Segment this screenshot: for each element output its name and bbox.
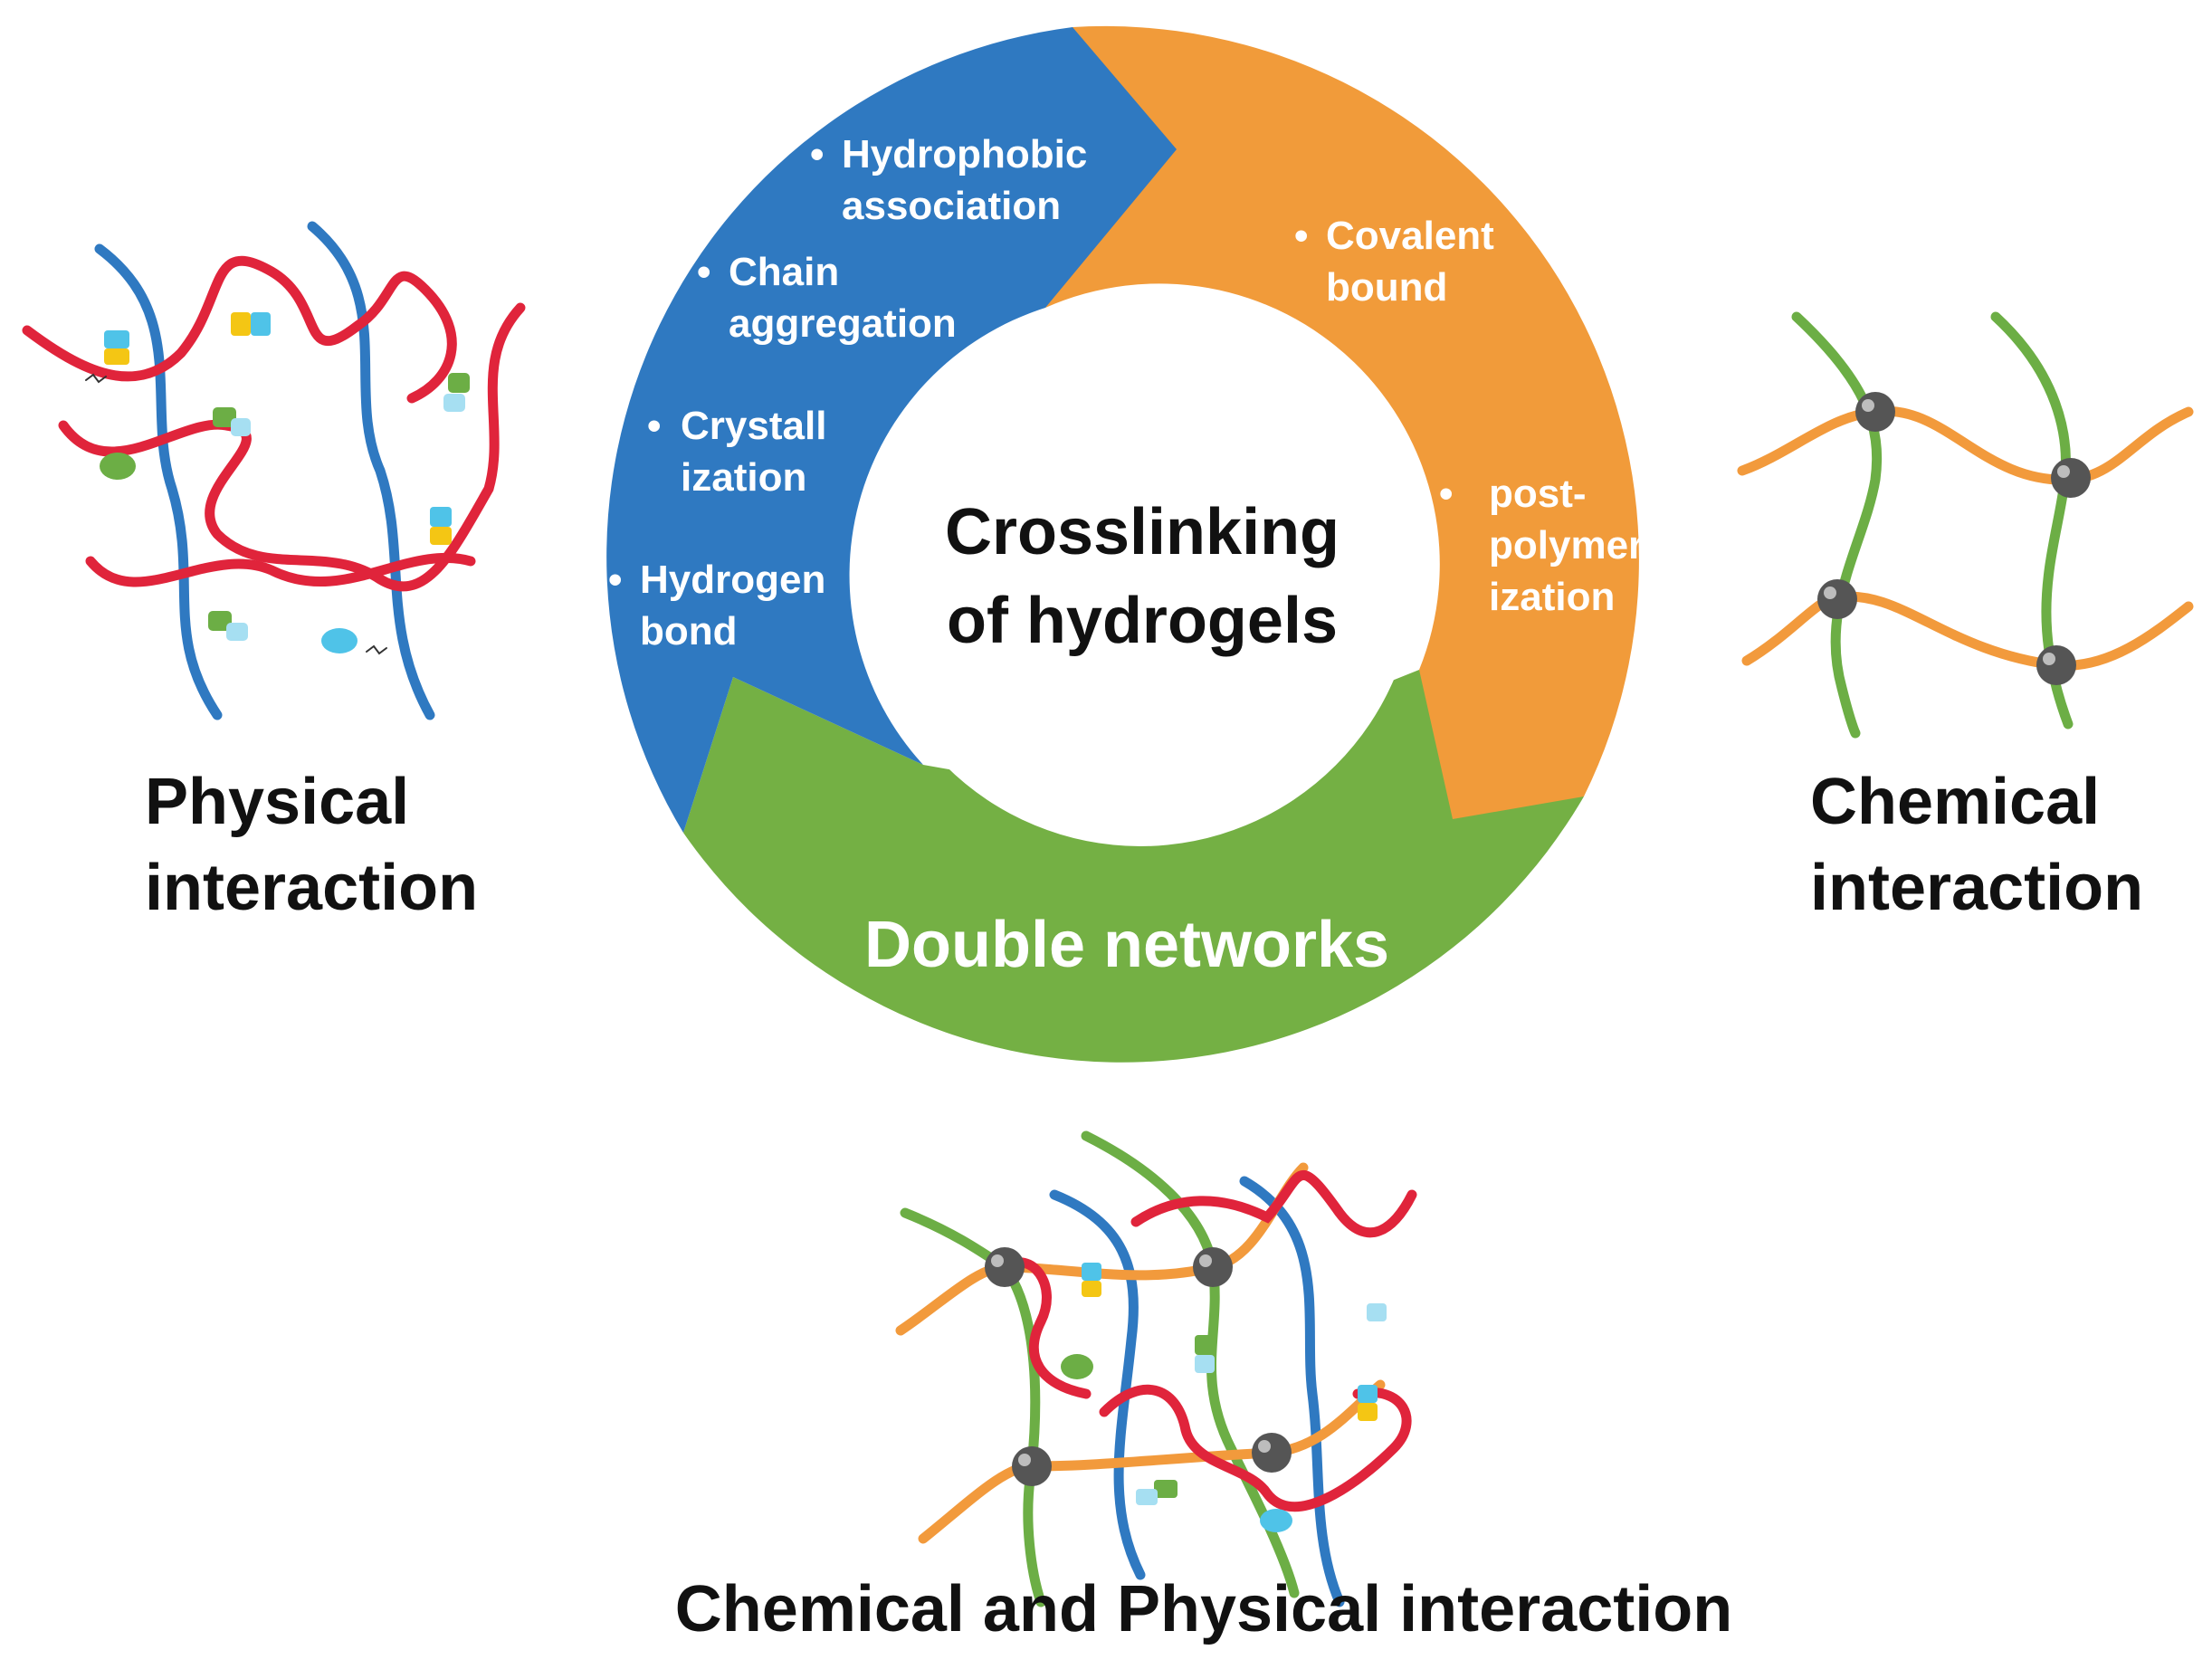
label-hydrogen-line2: bond: [640, 609, 738, 653]
chemical-segment: [1045, 25, 1639, 819]
caption-physical-line1: Physical: [145, 766, 409, 838]
label-covalent-line1: Covalent: [1326, 214, 1494, 258]
crosslinking-ring: [606, 25, 1639, 1063]
physical-network-icon: [22, 221, 526, 720]
label-chain-line2: aggregation: [729, 301, 957, 346]
label-covalent-line2: bound: [1326, 265, 1447, 310]
bullet-chain: •: [697, 250, 710, 294]
caption-chemical-line1: Chemical: [1810, 766, 2100, 838]
chemical-labels: • Covalent bound • post- polymer ization: [1294, 214, 1644, 619]
double-network-segment: [683, 670, 1584, 1063]
label-chain-line1: Chain: [729, 250, 839, 294]
label-post-line2: polymer: [1489, 523, 1644, 567]
label-post-line1: post-: [1489, 472, 1587, 516]
bullet-crystall: •: [647, 404, 661, 448]
center-title-line1: Crosslinking: [945, 496, 1340, 568]
label-crystall-line1: Crystall: [681, 404, 826, 448]
bullet-hydrogen: •: [608, 558, 622, 602]
bullet-hydrophobic: •: [810, 132, 824, 176]
label-post-line3: ization: [1489, 575, 1615, 619]
bullet-covalent: •: [1294, 214, 1308, 258]
double-networks-label: Double networks: [864, 909, 1389, 981]
label-hydrogen-line1: Hydrogen: [640, 558, 825, 602]
physical-labels: • Hydrophobic association • Chain aggreg…: [608, 132, 1087, 653]
label-crystall-line2: ization: [681, 455, 806, 500]
caption-chemical-line2: interaction: [1810, 852, 2143, 924]
center-title-line2: of hydrogels: [947, 585, 1338, 657]
label-hydrophobic-line2: association: [842, 184, 1061, 228]
bullet-post: •: [1439, 472, 1453, 516]
caption-physical-line2: interaction: [145, 852, 478, 924]
combined-network-icon: [895, 1130, 1417, 1607]
physical-segment: [606, 27, 1177, 833]
caption-combined: Chemical and Physical interaction: [675, 1573, 1732, 1645]
label-hydrophobic-line1: Hydrophobic: [842, 132, 1087, 176]
ring-center: [864, 294, 1416, 846]
chemical-network-icon: [1737, 311, 2194, 739]
